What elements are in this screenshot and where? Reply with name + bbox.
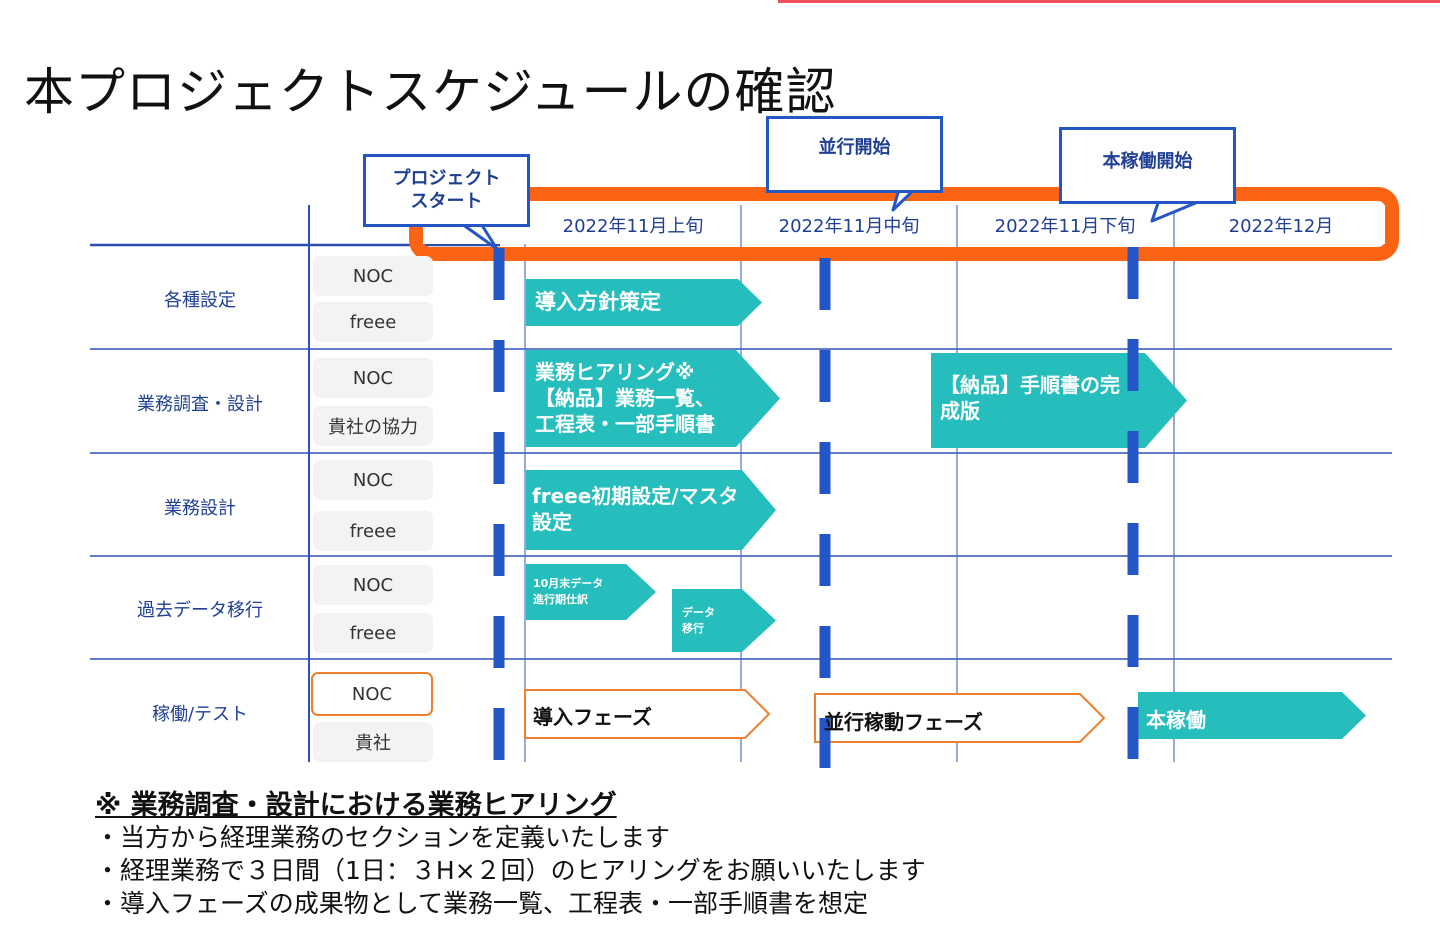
notes-item: ・当方から経理業務のセクションを定義いたします [95, 823, 671, 852]
phase-arrow-go-live [1138, 692, 1366, 739]
task-label-line: 【納品】業務一覧、 [535, 386, 715, 410]
role-chip: 貴社の協力 [313, 406, 433, 446]
task-label-line: 10月末データ [533, 577, 604, 590]
task-arrow-policy [526, 279, 762, 326]
task-label-policy: 導入方針策定 [535, 289, 661, 316]
task-label-final-procedures: 【納品】手順書の完 成版 [940, 373, 1120, 424]
role-chip-highlighted: NOC [311, 672, 433, 716]
role-chip: NOC [313, 358, 433, 398]
grid-lines [90, 205, 1392, 762]
milestone-callout-line: スタート [410, 190, 483, 212]
phase-label-introduction: 導入フェーズ [533, 705, 652, 729]
category-label: 各種設定 [164, 290, 236, 311]
notes-item: ・導入フェーズの成果物として業務一覧、工程表・一部手順書を想定 [95, 889, 869, 918]
task-shapes [524, 279, 1366, 743]
phase-label-go-live: 本稼働 [1146, 708, 1206, 732]
task-arrow-hearing [526, 350, 780, 447]
task-label-freee-setup: freee初期設定/マスタ 設定 [532, 484, 739, 535]
task-label-line: 移行 [682, 621, 704, 635]
task-label-hearing: 業務ヒアリング※ 【納品】業務一覧、 工程表・一部手順書 [535, 359, 715, 437]
task-label-line: 進行期仕訳 [533, 592, 588, 606]
milestone-callout-parallel-start: 並行開始 [766, 116, 943, 193]
notes-heading: ※ 業務調査・設計における業務ヒアリング [95, 790, 617, 821]
notes-item: ・経理業務で３日間（1日：３H×２回）のヒアリングをお願いいたします [95, 856, 926, 885]
category-label: 業務調査・設計 [137, 394, 263, 415]
role-chip: NOC [313, 256, 433, 296]
task-label-line: 成版 [940, 398, 980, 423]
task-arrow-data-migration [672, 589, 776, 652]
task-arrow-final-procedures [931, 353, 1187, 448]
top-accent-bar [778, 0, 1440, 3]
role-chip: NOC [313, 565, 433, 605]
role-chip: freee [313, 613, 433, 653]
task-arrow-freee-setup [526, 470, 776, 550]
period-label-mid-nov: 2022年11月中旬 [778, 216, 920, 237]
milestone-callout-line: プロジェクト [392, 168, 501, 189]
task-arrow-october-data [526, 564, 656, 620]
period-label-early-nov: 2022年11月上旬 [562, 216, 704, 237]
task-label-line: freee初期設定/マスタ [532, 484, 739, 508]
page-title: 本プロジェクトスケジュールの確認 [24, 63, 837, 121]
task-label-october-data: 10月末データ 進行期仕訳 [533, 576, 603, 608]
task-label-data-migration: データ 移行 [682, 605, 715, 637]
milestone-callout-project-start: プロジェクト スタート [363, 154, 530, 227]
task-label-line: 設定 [532, 509, 572, 534]
period-header-fill [423, 205, 1385, 244]
task-label-line: 工程表・一部手順書 [535, 412, 715, 436]
task-label-line: 導入方針策定 [535, 290, 661, 314]
milestone-callout-go-live: 本稼働開始 [1059, 127, 1236, 204]
phase-arrow-parallel [814, 693, 1106, 743]
period-label-late-nov: 2022年11月下旬 [994, 216, 1136, 237]
category-label: 稼働/テスト [151, 704, 249, 725]
task-label-line: 【納品】手順書の完 [940, 373, 1120, 397]
category-label: 業務設計 [164, 498, 236, 519]
role-chip: freee [313, 302, 433, 342]
task-label-line: データ [682, 606, 715, 619]
role-chip: NOC [313, 460, 433, 500]
role-chip: 貴社 [313, 722, 433, 762]
role-chip: freee [313, 511, 433, 551]
phase-arrow-introduction [524, 689, 771, 739]
milestone-callout-label: 本稼働開始 [1102, 151, 1193, 173]
category-label: 過去データ移行 [137, 600, 263, 621]
task-label-line: 業務ヒアリング※ [535, 360, 695, 384]
period-label-dec: 2022年12月 [1228, 216, 1334, 237]
phase-label-parallel: 並行稼動フェーズ [824, 710, 983, 734]
milestone-callout-label: 並行開始 [818, 137, 891, 159]
